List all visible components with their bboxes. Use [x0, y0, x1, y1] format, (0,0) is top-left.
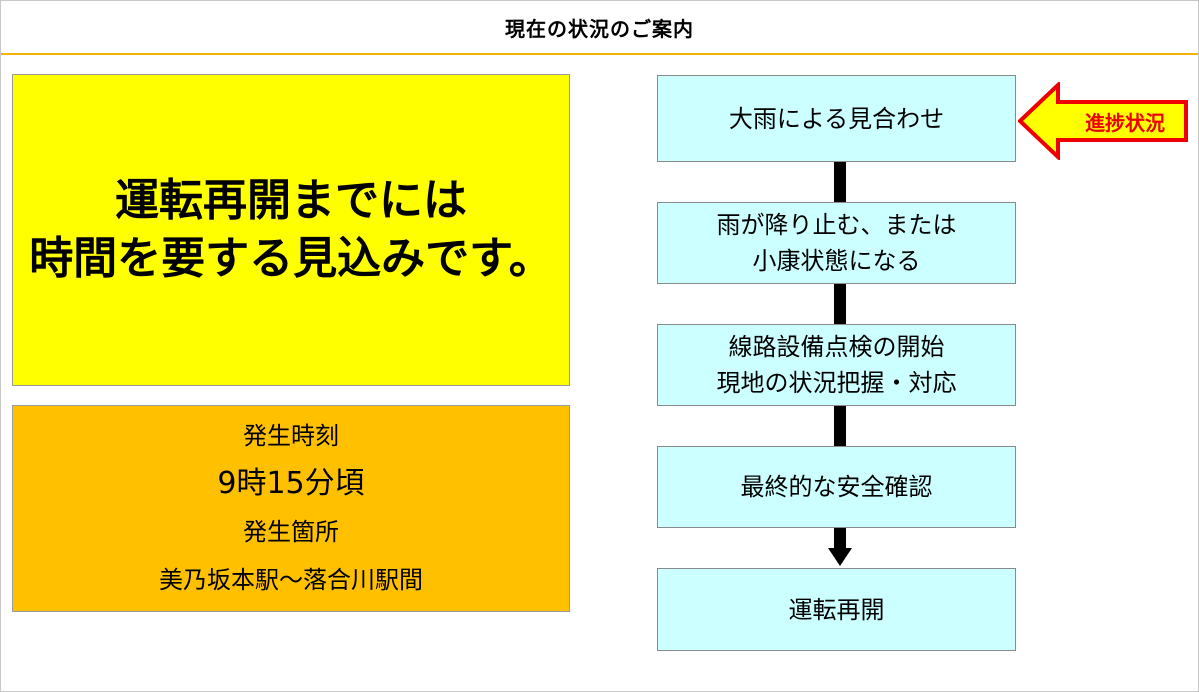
service-notice: 運転再開までには 時間を要する見込みです。	[12, 74, 570, 386]
progress-indicator: 進捗状況	[1018, 82, 1188, 160]
notice-line-2: 時間を要する見込みです。	[29, 233, 553, 284]
flow-arrowhead-icon	[828, 548, 852, 566]
flow-connector	[834, 283, 846, 325]
flow-step-2: 雨が降り止む、または 小康状態になる	[657, 202, 1016, 284]
occurrence-time-value: 9時15分頃	[217, 465, 365, 501]
flow-step-text: 運転再開	[788, 595, 885, 624]
flow-step-3: 線路設備点検の開始 現地の状況把握・対応	[657, 324, 1016, 406]
occurrence-place-value: 美乃坂本駅～落合川駅間	[159, 565, 423, 594]
flow-step-1: 大雨による見合わせ	[657, 75, 1016, 162]
page-title: 現在の状況のご案内	[505, 16, 694, 41]
occurrence-time-label: 発生時刻	[243, 421, 339, 450]
occurrence-place-label: 発生箇所	[243, 517, 339, 546]
flow-step-text: 雨が降り止む、または	[716, 211, 957, 239]
notice-line-1: 運転再開までには	[115, 175, 467, 226]
incident-info: 発生時刻 9時15分頃 発生箇所 美乃坂本駅～落合川駅間	[12, 405, 570, 612]
page-header: 現在の状況のご案内	[1, 1, 1198, 55]
flow-step-4: 最終的な安全確認	[657, 446, 1016, 528]
flow-connector	[834, 405, 846, 447]
flow-connector	[834, 527, 846, 549]
left-arrow-icon	[1018, 82, 1188, 160]
flow-step-text: 現地の状況把握・対応	[716, 369, 957, 397]
flow-connector	[834, 161, 846, 203]
flow-step-text: 線路設備点検の開始	[728, 333, 945, 361]
flow-step-text: 大雨による見合わせ	[728, 104, 945, 133]
flow-step-text: 最終的な安全確認	[740, 473, 933, 501]
flow-step-5: 運転再開	[657, 568, 1016, 651]
progress-indicator-label: 進捗状況	[1085, 110, 1165, 135]
flow-step-text: 小康状態になる	[752, 247, 921, 275]
